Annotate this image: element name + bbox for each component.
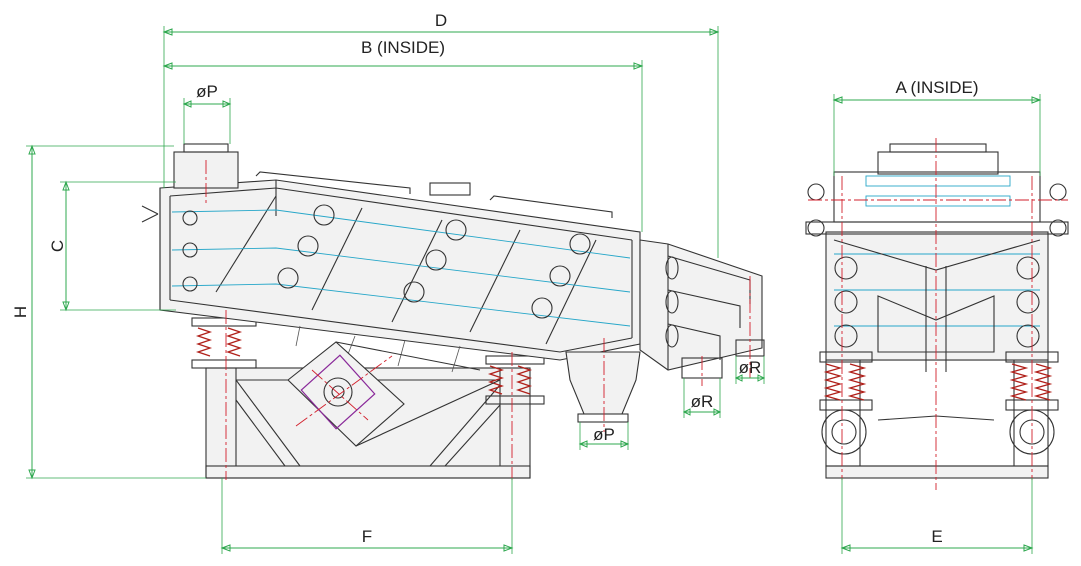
label-p-bottom: øP [593, 425, 615, 444]
label-e: E [931, 527, 942, 546]
label-r-outlet: øR [691, 392, 714, 411]
dimension-f: F [220, 478, 514, 554]
dimension-e: E [840, 478, 1034, 554]
label-h: H [11, 306, 30, 318]
label-d: D [435, 11, 447, 30]
side-outlets [639, 239, 765, 379]
dimension-d: D [162, 11, 720, 258]
dimension-c: C [48, 180, 176, 312]
spring-right [485, 355, 545, 405]
label-p-top: øP [196, 82, 218, 101]
dimension-p-bottom: øP [578, 422, 630, 450]
screen-box [141, 171, 641, 373]
dimension-p-top: øP [182, 82, 232, 144]
end-view: A (INSIDE) E [805, 78, 1069, 554]
side-center-lines [205, 160, 751, 480]
bottom-outlet [565, 351, 641, 423]
dimension-h: H [11, 144, 206, 480]
dimension-b: B (INSIDE) [162, 38, 644, 232]
label-c: C [48, 240, 67, 252]
dimension-r-outlet: øR [682, 378, 722, 418]
label-r-side: øR [739, 358, 762, 377]
end-body [805, 143, 1069, 421]
label-b: B (INSIDE) [361, 38, 445, 57]
dimension-a: A (INSIDE) [832, 78, 1042, 176]
end-spring-left [819, 351, 873, 455]
side-view: D B (INSIDE) øP C [11, 11, 766, 554]
end-center-lines [808, 138, 1068, 490]
label-f: F [362, 527, 372, 546]
vibration-motor [287, 341, 501, 447]
label-a: A (INSIDE) [895, 78, 978, 97]
spring-left [191, 317, 257, 369]
dimension-r-side: øR [734, 356, 766, 384]
